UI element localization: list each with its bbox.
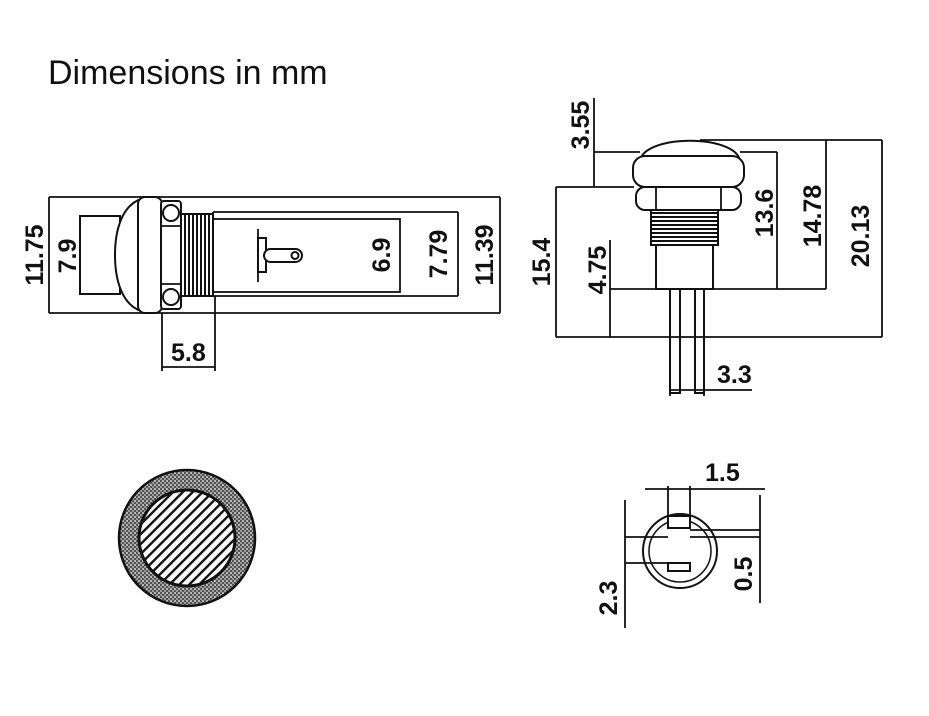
dimension-label: 3.3 <box>717 361 752 389</box>
dimension-label: 15.4 <box>528 238 556 287</box>
terminal-pin <box>694 288 705 394</box>
nut-face-lines <box>161 225 181 285</box>
solder-tab-hole <box>290 251 300 260</box>
dimension-label: 6.9 <box>368 238 396 273</box>
bezel-flange <box>137 196 163 314</box>
side-view: 11.75 7.9 6.9 7.79 11.39 5.8 <box>21 196 501 371</box>
dimension-label: 7.79 <box>425 230 453 279</box>
nut-corner <box>162 288 180 306</box>
dimension-label: 7.9 <box>54 239 82 274</box>
dimension-lines <box>48 196 501 371</box>
dimension-label: 0.5 <box>730 557 758 592</box>
body-outline <box>642 513 718 589</box>
dimension-label: 11.39 <box>471 224 499 285</box>
dimension-label: 4.75 <box>584 246 612 295</box>
dimension-label: 13.6 <box>751 189 779 238</box>
switch-body <box>655 244 714 290</box>
threaded-bushing <box>180 213 214 297</box>
pin-end-view: 1.5 2.3 0.5 <box>595 459 765 628</box>
bezel-flange <box>632 155 745 188</box>
dimension-label: 3.55 <box>567 101 595 150</box>
dimension-label: 5.8 <box>171 339 206 367</box>
dimension-label: 11.75 <box>21 224 49 285</box>
terminal-pin-section <box>667 562 691 572</box>
nut-face-lines <box>655 187 722 210</box>
dimension-label: 1.5 <box>705 459 740 487</box>
dimension-label: 14.78 <box>799 185 827 248</box>
dimension-label: 20.13 <box>847 205 875 268</box>
dimension-lines <box>555 98 883 396</box>
terminal-pin <box>669 288 681 394</box>
button-cap <box>79 215 121 295</box>
terminal-pin-section <box>667 515 691 529</box>
mounting-nut <box>635 186 742 211</box>
dimension-label: 2.3 <box>595 581 623 616</box>
nut-corner <box>162 204 180 222</box>
threaded-bushing <box>650 209 719 246</box>
face-view <box>117 468 257 608</box>
front-view: 3.55 15.4 4.75 13.6 14.78 20.13 3.3 <box>528 98 883 396</box>
dimension-lines <box>624 486 765 628</box>
drawing-title: Dimensions in mm <box>48 54 328 92</box>
button-dome <box>113 197 142 313</box>
button-face <box>137 488 237 588</box>
